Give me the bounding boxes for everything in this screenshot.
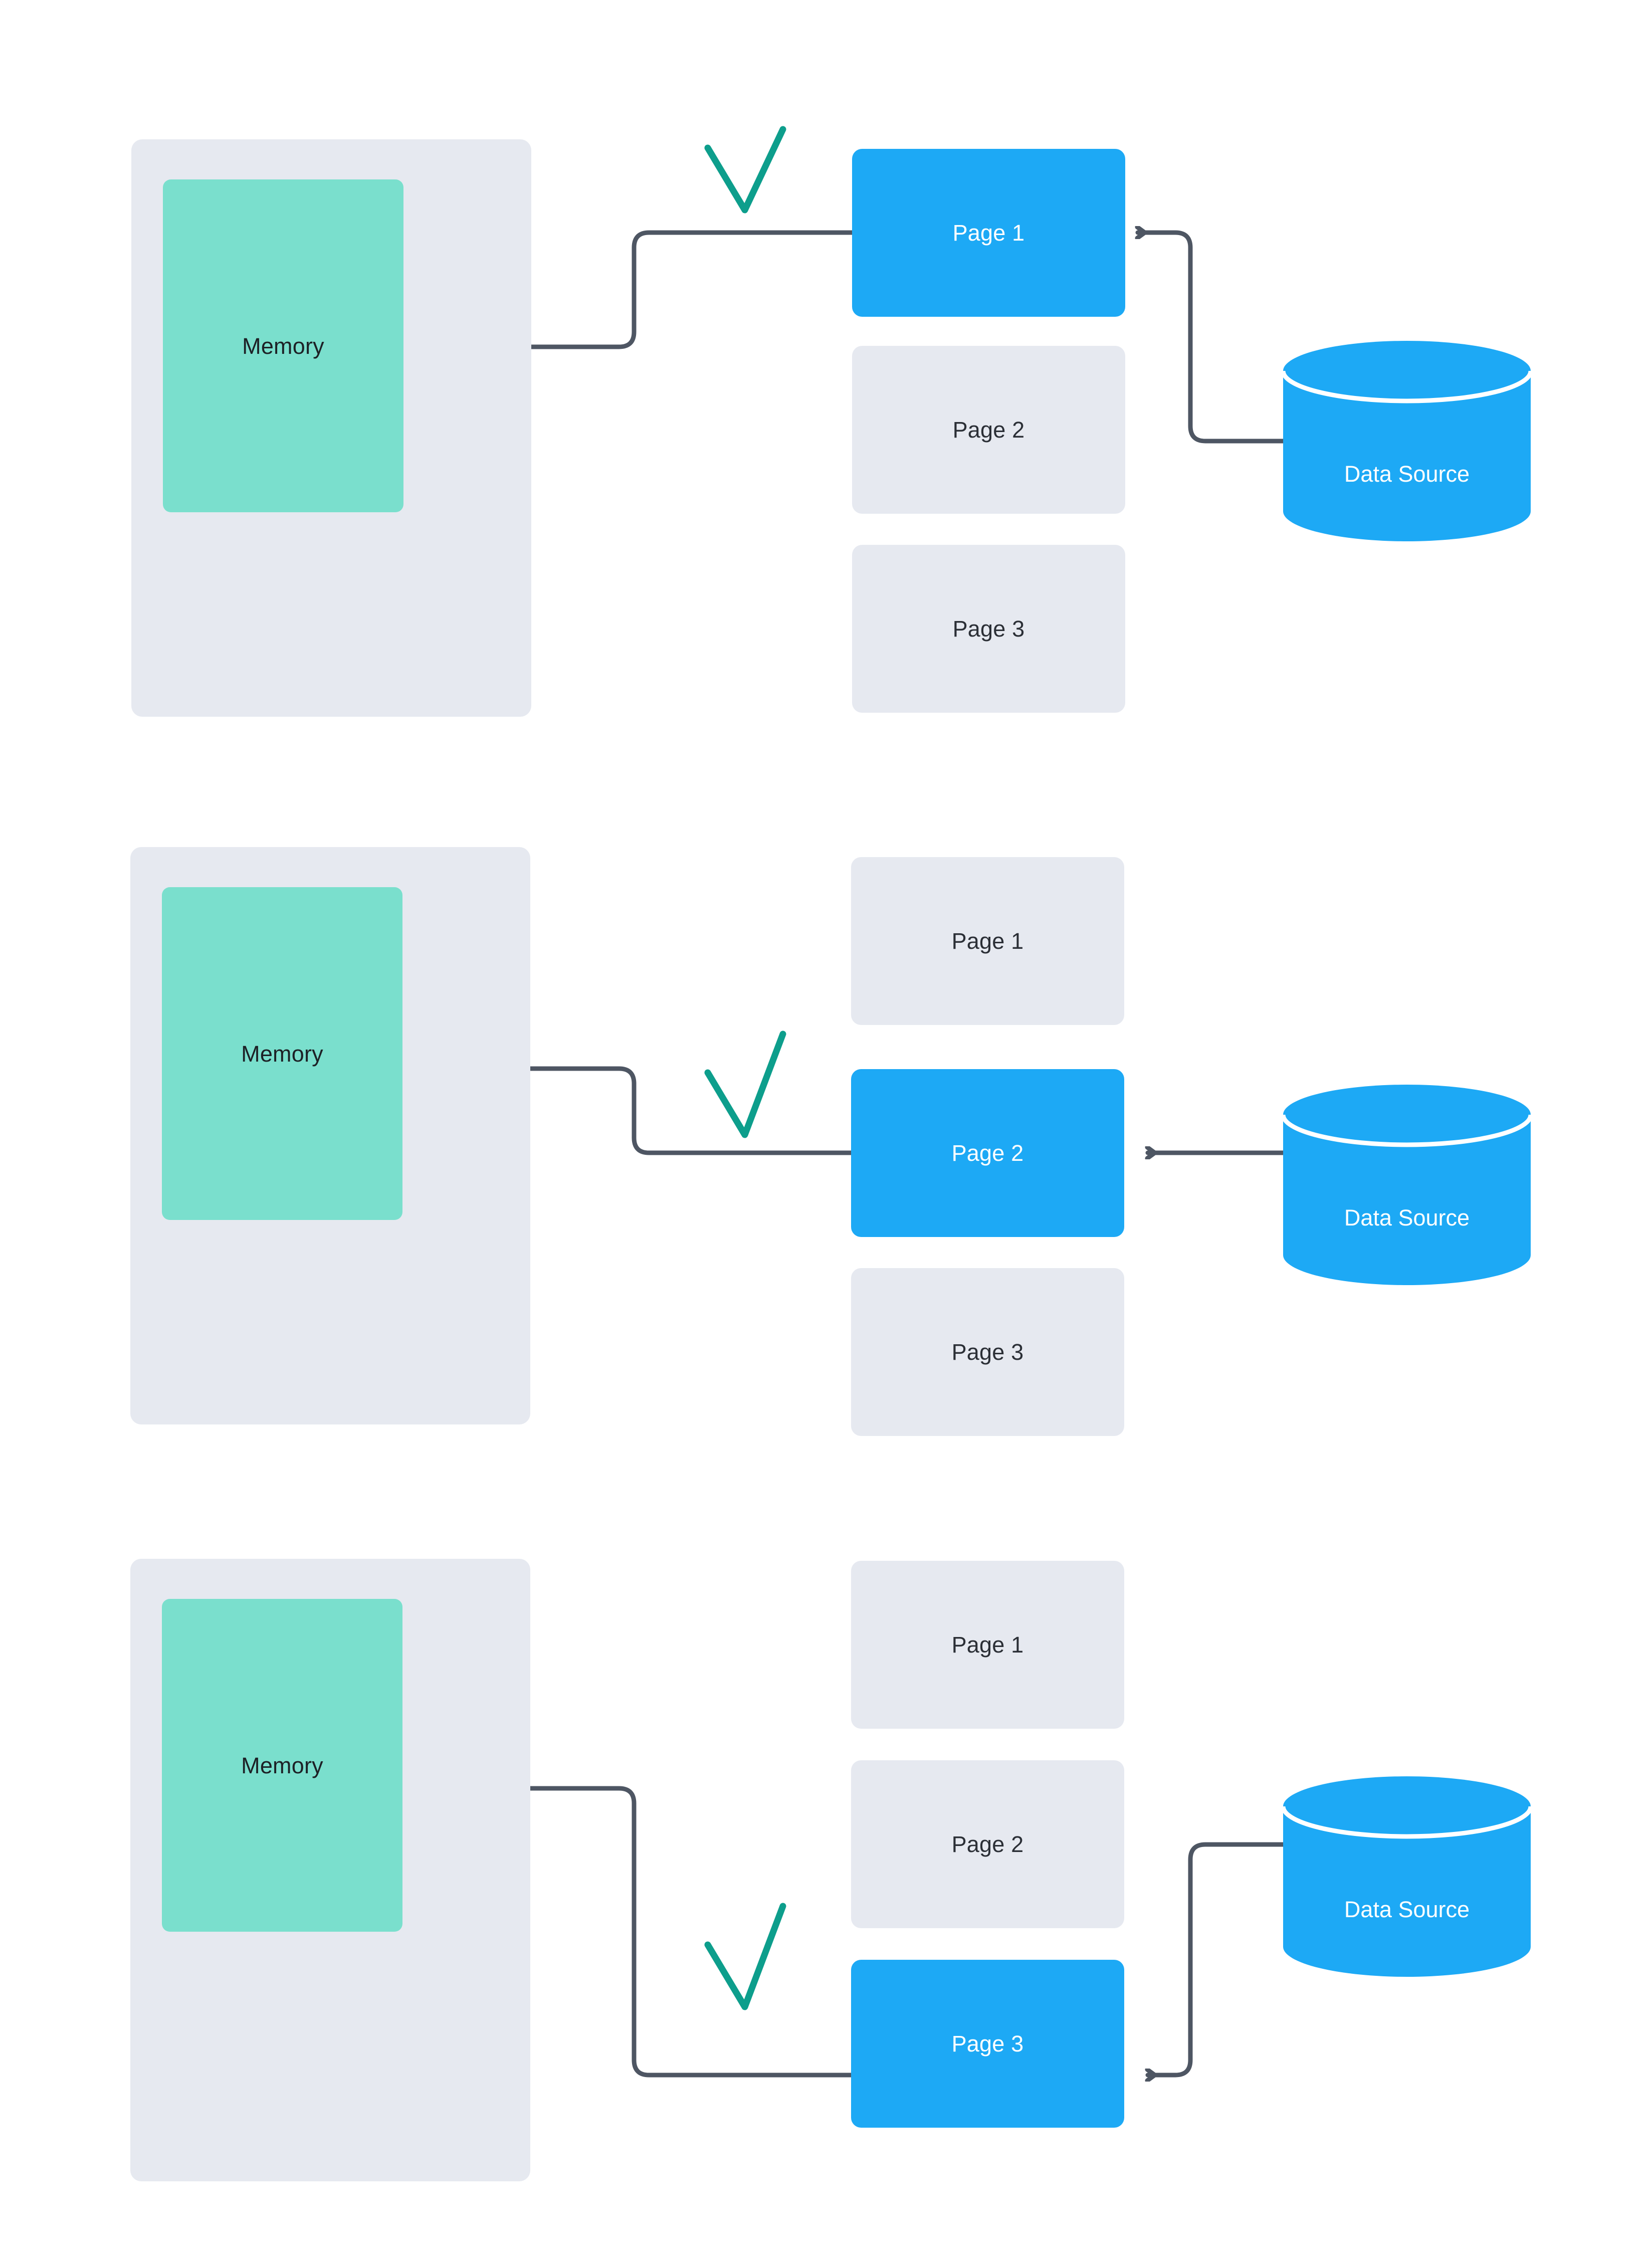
page-box-step-3-page-3[interactable]: Page 3 [851,1960,1124,2128]
page-box-step-2-page-2[interactable]: Page 2 [851,1069,1124,1237]
datasource-step-2[interactable]: Data Source [1283,1085,1531,1285]
datasource-label: Data Source [1344,1897,1470,1922]
memory-label: Memory [241,1041,323,1067]
memory-box-step-2[interactable]: Memory [162,887,402,1220]
arrow-datasource-to-page3 [1148,1842,1286,2075]
memory-box-step-3[interactable]: Memory [162,1599,402,1932]
memory-panel-step-3[interactable]: Memory [130,1559,530,2181]
memory-panel-step-1[interactable]: Memory [131,139,531,717]
checkmark-icon [704,126,786,214]
page-box-step-1-page-3[interactable]: Page 3 [852,545,1125,713]
datasource-label: Data Source [1344,461,1470,487]
memory-box-step-1[interactable]: Memory [163,179,403,512]
page-label: Page 1 [952,220,1025,246]
page-label: Page 1 [951,1632,1024,1658]
checkmark-icon [704,1903,786,2010]
page-label: Page 2 [951,1831,1024,1857]
page-box-step-1-page-2[interactable]: Page 2 [852,346,1125,514]
page-label: Page 3 [951,1339,1024,1365]
memory-label: Memory [242,333,324,359]
page-box-step-3-page-1[interactable]: Page 1 [851,1561,1124,1729]
page-label: Page 1 [951,928,1024,954]
page-label: Page 2 [951,1140,1024,1166]
page-label: Page 2 [952,417,1025,443]
datasource-step-3[interactable]: Data Source [1283,1776,1531,1977]
datasource-label: Data Source [1344,1205,1470,1230]
page-box-step-2-page-3[interactable]: Page 3 [851,1268,1124,1436]
page-label: Page 3 [952,616,1025,642]
memory-panel-step-2[interactable]: Memory [130,847,530,1424]
arrow-datasource-to-page1 [1138,233,1286,444]
page-box-step-1-page-1[interactable]: Page 1 [852,149,1125,317]
checkmark-icon [704,1031,786,1138]
memory-label: Memory [241,1752,323,1778]
page-box-step-3-page-2[interactable]: Page 2 [851,1760,1124,1928]
page-box-step-2-page-1[interactable]: Page 1 [851,857,1124,1025]
datasource-step-1[interactable]: Data Source [1283,341,1531,541]
page-label: Page 3 [951,2031,1024,2057]
